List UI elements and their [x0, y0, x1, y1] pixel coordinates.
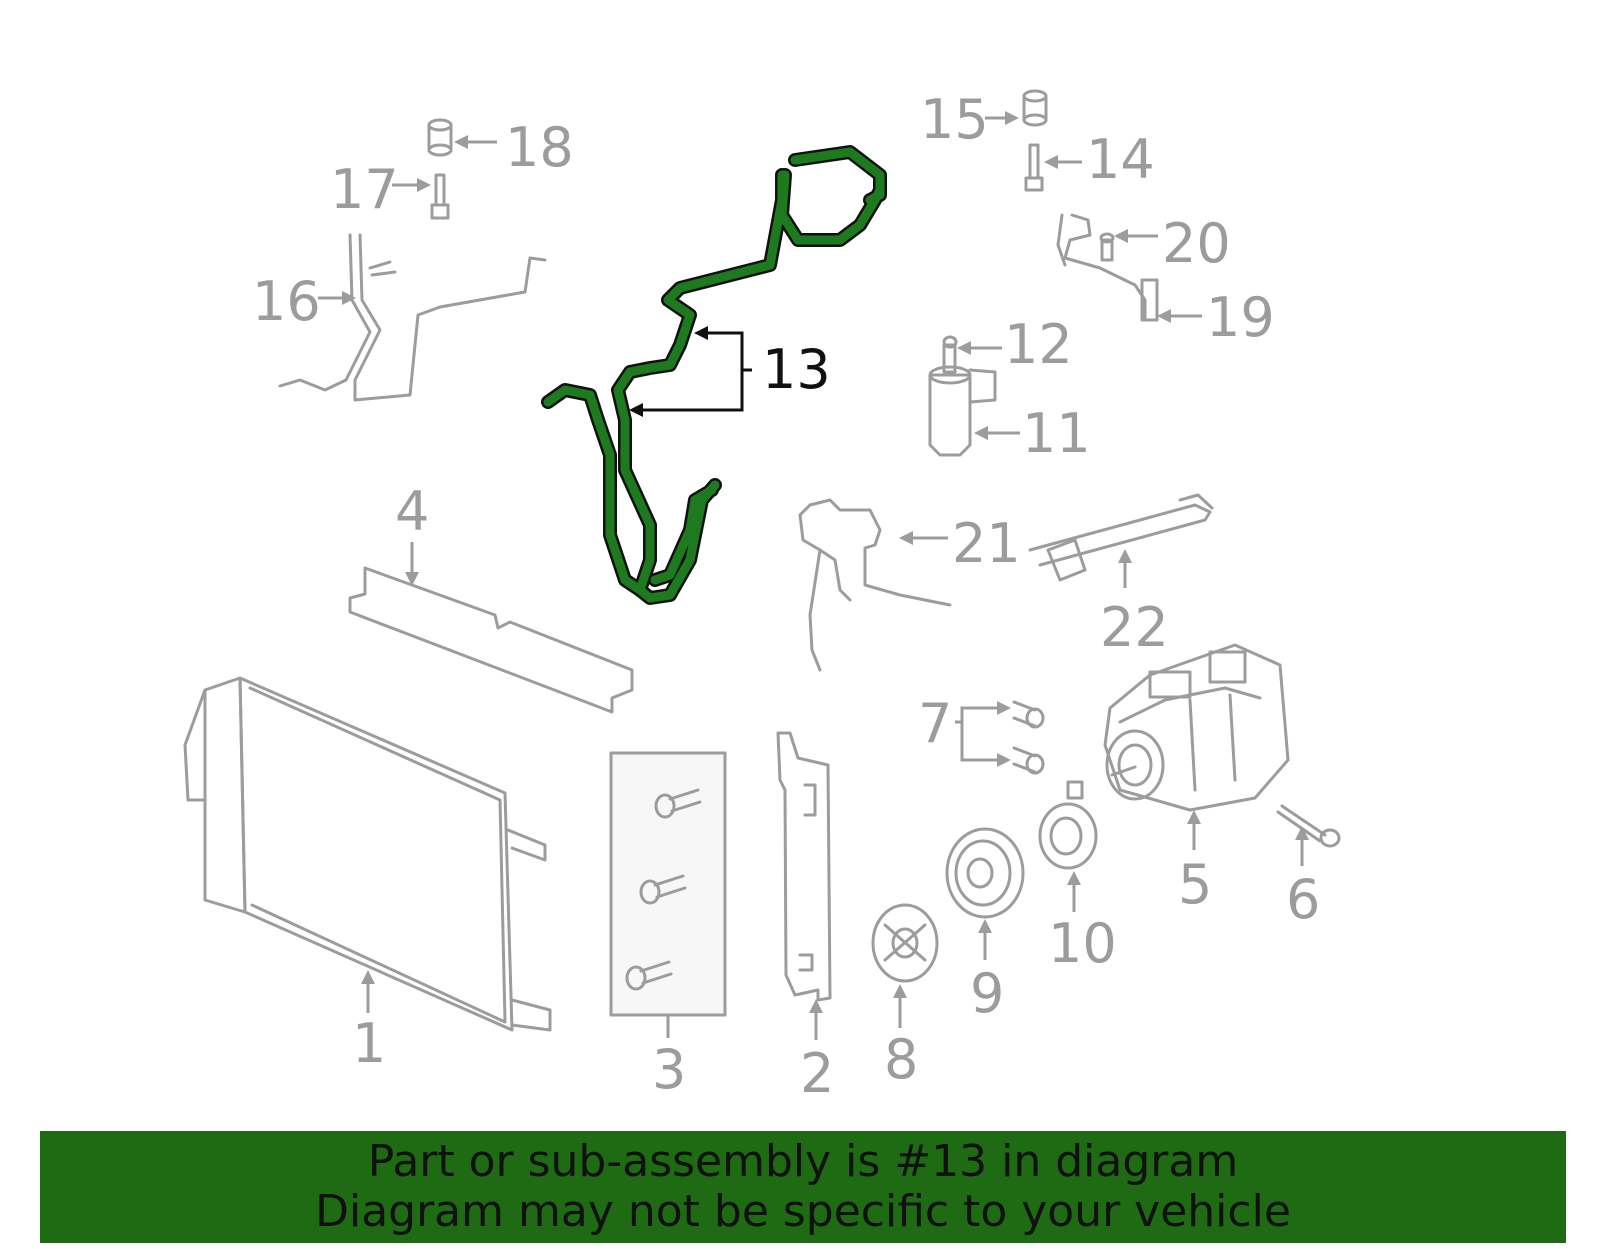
- svg-text:16: 16: [252, 270, 321, 333]
- callout-9: 9: [970, 919, 1004, 1025]
- svg-text:19: 19: [1206, 286, 1275, 349]
- part-14-bolt[interactable]: [1024, 143, 1044, 192]
- part-1-condenser[interactable]: [183, 676, 552, 1032]
- svg-text:8: 8: [884, 1028, 918, 1091]
- banner-line-2: Diagram may not be specific to your vehi…: [315, 1186, 1291, 1237]
- svg-text:10: 10: [1048, 912, 1117, 975]
- svg-text:1: 1: [352, 1012, 386, 1075]
- callout-8: 8: [884, 984, 918, 1091]
- part-8-clutch-plate[interactable]: [871, 903, 939, 983]
- callout-20: 20: [1114, 212, 1231, 275]
- callout-1: 1: [352, 970, 386, 1075]
- part-7-caps[interactable]: [1012, 700, 1045, 775]
- callout-4: 4: [395, 480, 429, 586]
- part-11-accumulator[interactable]: [928, 365, 997, 457]
- part-20-valve[interactable]: [1099, 232, 1115, 262]
- part-9-pulley[interactable]: [945, 827, 1025, 919]
- part-3-bolt-kit[interactable]: [609, 751, 727, 1017]
- part-5-compressor[interactable]: [1103, 643, 1290, 812]
- callout-11: 11: [974, 402, 1091, 465]
- svg-text:13: 13: [762, 338, 831, 401]
- part-13-ac-hose-assembly[interactable]: [541, 145, 887, 605]
- svg-text:4: 4: [395, 480, 429, 543]
- svg-text:17: 17: [330, 158, 399, 221]
- callout-5: 5: [1178, 810, 1212, 916]
- callout-21: 21: [899, 512, 1021, 575]
- part-6-bolt[interactable]: [1276, 804, 1341, 848]
- callout-12: 12: [957, 313, 1073, 376]
- callout-18: 18: [454, 116, 574, 179]
- callout-15: 15: [920, 88, 1019, 151]
- part-12-pressure-switch[interactable]: [942, 335, 958, 374]
- svg-text:15: 15: [920, 88, 989, 151]
- svg-text:20: 20: [1162, 212, 1231, 275]
- svg-text:7: 7: [918, 692, 952, 755]
- part-2-bracket[interactable]: [776, 731, 832, 1002]
- svg-text:6: 6: [1286, 868, 1320, 931]
- svg-text:12: 12: [1004, 313, 1073, 376]
- part-19-hose[interactable]: [1056, 213, 1159, 322]
- svg-text:21: 21: [952, 512, 1021, 575]
- part-15-cap[interactable]: [1022, 89, 1048, 127]
- svg-text:5: 5: [1178, 853, 1212, 916]
- callout-19: 19: [1157, 286, 1275, 349]
- banner-line-1: Part or sub-assembly is #13 in diagram: [367, 1136, 1239, 1187]
- svg-text:22: 22: [1100, 596, 1169, 659]
- callout-17: 17: [330, 158, 431, 221]
- callout-7: 7: [918, 692, 1011, 767]
- callout-2: 2: [800, 999, 834, 1105]
- svg-text:2: 2: [800, 1042, 834, 1105]
- callout-14: 14: [1044, 128, 1155, 191]
- callout-16: 16: [252, 270, 356, 333]
- part-18-cap[interactable]: [427, 118, 453, 157]
- part-22-sensor[interactable]: [1028, 493, 1214, 582]
- part-10-field-coil[interactable]: [1038, 780, 1098, 870]
- callout-10: 10: [1048, 871, 1117, 975]
- callout-13: 13: [629, 326, 831, 417]
- svg-text:18: 18: [505, 116, 574, 179]
- callout-22: 22: [1100, 549, 1169, 659]
- svg-text:3: 3: [652, 1038, 686, 1101]
- callout-6: 6: [1286, 826, 1320, 931]
- info-banner: Part or sub-assembly is #13 in diagram D…: [40, 1131, 1566, 1243]
- part-17-bolt[interactable]: [430, 173, 450, 220]
- callout-3: 3: [652, 1016, 686, 1101]
- svg-text:14: 14: [1086, 128, 1155, 191]
- part-21-hose[interactable]: [798, 498, 952, 672]
- part-4-seal[interactable]: [348, 566, 634, 714]
- svg-text:11: 11: [1022, 402, 1091, 465]
- svg-text:9: 9: [970, 962, 1004, 1025]
